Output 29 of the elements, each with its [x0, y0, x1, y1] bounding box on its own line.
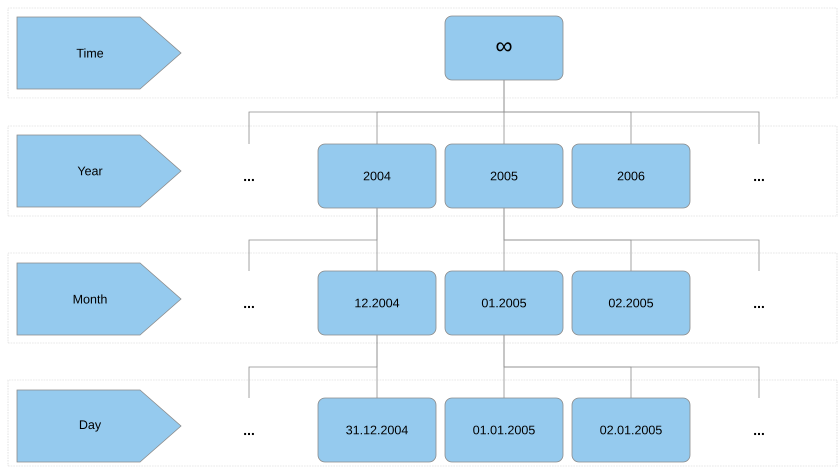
- pentagon-label: Year: [16, 134, 182, 208]
- band: [8, 380, 838, 466]
- rounded-box: 2005: [444, 144, 564, 208]
- ellipsis: ...: [754, 178, 764, 182]
- rounded-box: 02.2005: [572, 270, 690, 336]
- pentagon-label: Month: [16, 262, 182, 336]
- band: [8, 252, 838, 344]
- rounded-box: 02.01.2005: [572, 398, 690, 462]
- rounded-box: 2004: [318, 144, 436, 208]
- pentagon-label: Day: [16, 390, 182, 462]
- connector: [504, 335, 760, 398]
- band: [8, 126, 838, 216]
- rounded-box: 01.2005: [444, 270, 564, 336]
- connector: [376, 335, 378, 398]
- rounded-box: 01.01.2005: [444, 398, 564, 462]
- ellipsis: ...: [754, 306, 764, 308]
- ellipsis: ...: [754, 432, 764, 436]
- ellipsis: ...: [244, 178, 254, 182]
- connector: [376, 208, 378, 272]
- rounded-box: ∞: [444, 16, 564, 80]
- band: [8, 8, 838, 98]
- ellipsis: ...: [244, 306, 254, 308]
- connector: [504, 80, 760, 144]
- rounded-box: 2006: [572, 144, 690, 208]
- pentagon-label: Time: [16, 16, 182, 90]
- connector: [504, 208, 760, 272]
- ellipsis: ...: [244, 432, 254, 436]
- rounded-box: 31.12.2004: [318, 398, 436, 462]
- rounded-box: 12.2004: [318, 270, 436, 336]
